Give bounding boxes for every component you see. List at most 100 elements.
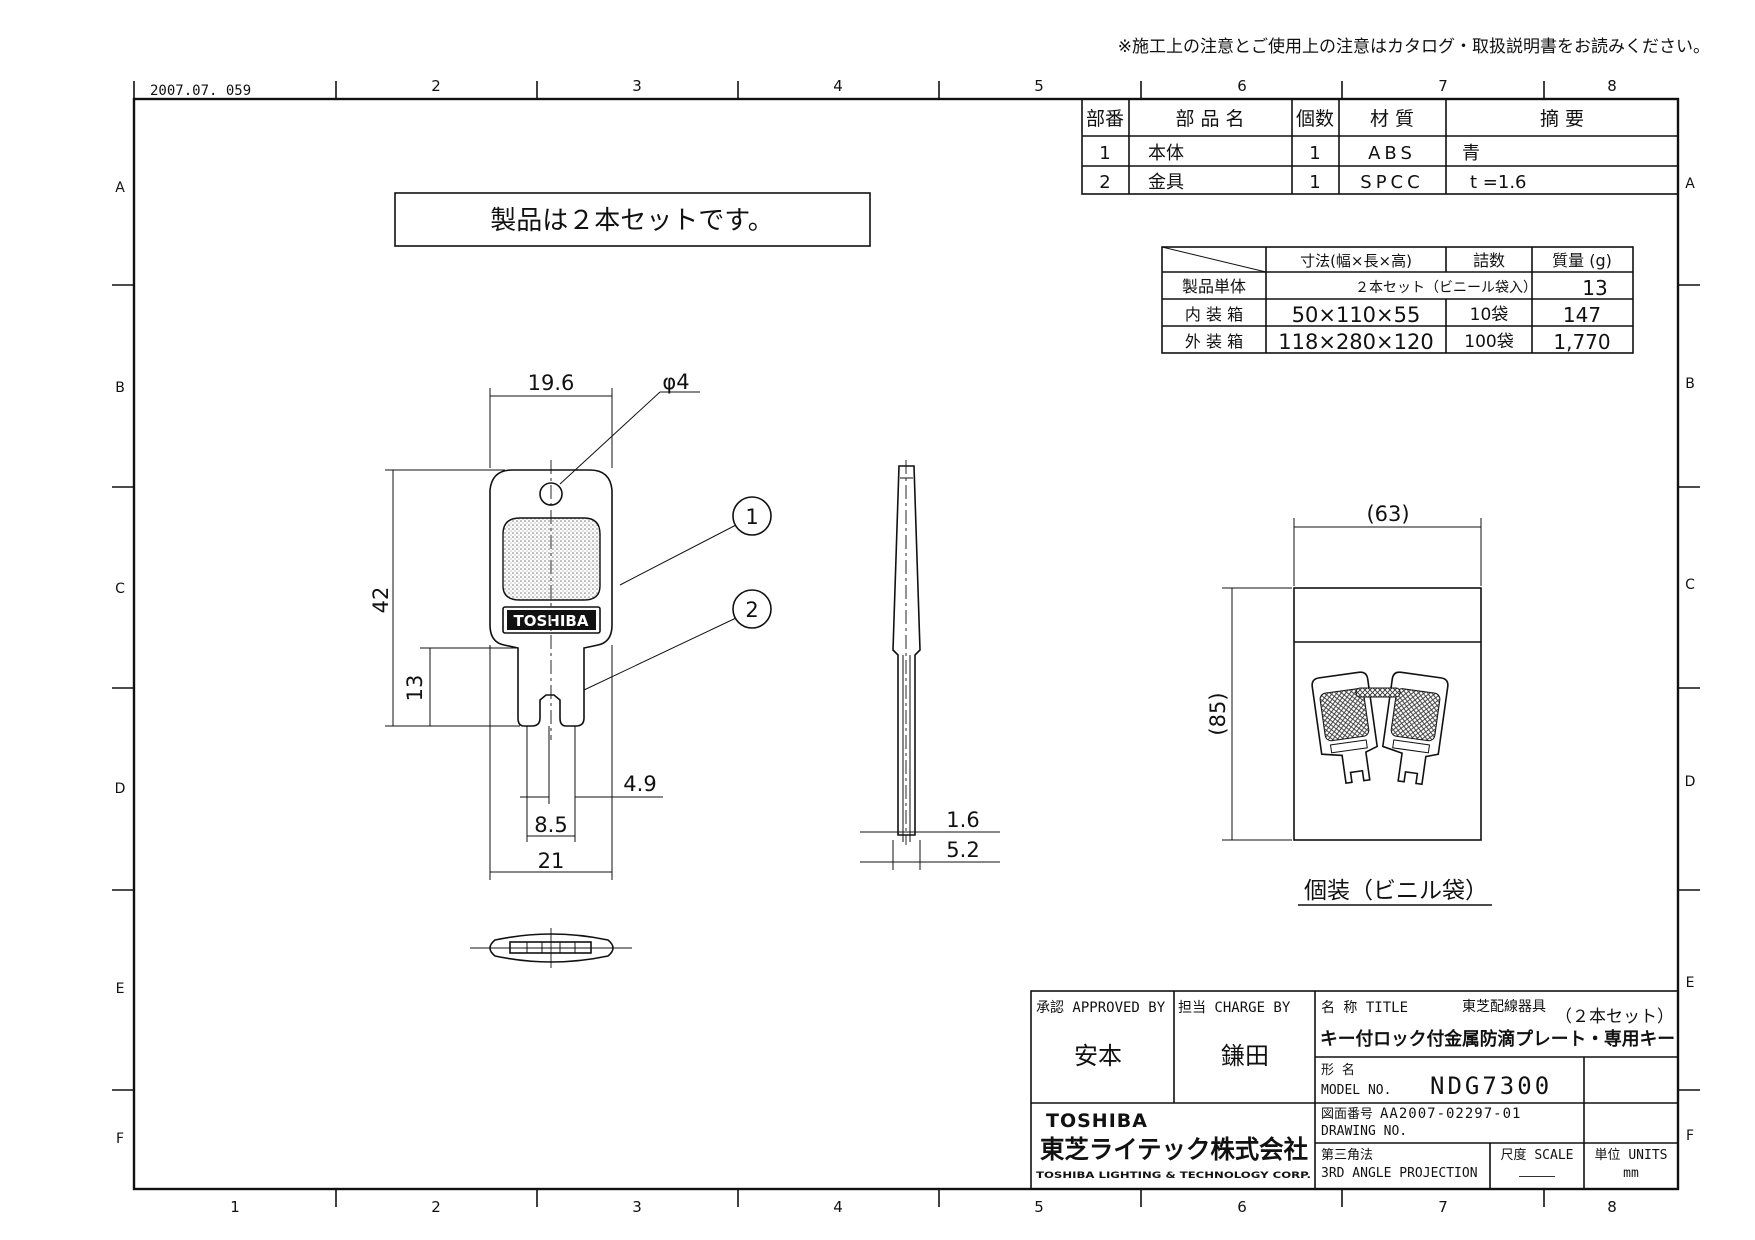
parts-header-qty: 個数 bbox=[1296, 108, 1334, 130]
company-en: TOSHIBA LIGHTING & TECHNOLOGY CORP. bbox=[1036, 1171, 1311, 1181]
grid-label: 1 bbox=[230, 1198, 240, 1216]
dim-width-bottom: 21 bbox=[538, 849, 565, 873]
grid-label: 7 bbox=[1438, 1198, 1448, 1216]
grid-label: 4 bbox=[833, 77, 843, 95]
parts-header-name: 部 品 名 bbox=[1175, 108, 1244, 130]
bag-view: (63) (85) 個装（ビニル袋） bbox=[1206, 502, 1492, 906]
units-label: 単位 UNITS bbox=[1595, 1147, 1668, 1163]
dim-height-total: 42 bbox=[369, 587, 393, 614]
pack-cell: 13 bbox=[1582, 276, 1607, 300]
title-series: 東芝配線器具 bbox=[1462, 999, 1546, 1015]
grid-label: 3 bbox=[632, 77, 642, 95]
grid-label: A bbox=[115, 180, 125, 196]
pack-cell: 1,770 bbox=[1553, 330, 1610, 354]
key-bottom-view bbox=[470, 928, 632, 968]
parts-header-material: 材 質 bbox=[1370, 108, 1414, 130]
pack-table: 寸法(幅×長×高) 詰数 質量 (g) 製品単体 ２本セット（ビニール袋入） 1… bbox=[1161, 246, 1634, 354]
pack-cell: 10袋 bbox=[1470, 305, 1509, 325]
dim-prong: 4.9 bbox=[623, 772, 656, 796]
model-no: NDG7300 bbox=[1430, 1072, 1552, 1100]
grid-label: D bbox=[1685, 774, 1696, 790]
pack-cell: 50×110×55 bbox=[1292, 303, 1421, 327]
parts-cell: 2 bbox=[1099, 172, 1110, 193]
grid-label: 8 bbox=[1607, 1198, 1617, 1216]
scale-label: 尺度 SCALE bbox=[1501, 1147, 1574, 1163]
grid-label: 6 bbox=[1237, 1198, 1247, 1216]
charge-label: 担当 CHARGE BY bbox=[1178, 1000, 1291, 1016]
parts-table: 部番 部 品 名 個数 材 質 摘 要 1 本体 1 ABS 青 2 金具 1 … bbox=[1081, 98, 1679, 195]
dim-height-lower: 13 bbox=[403, 675, 427, 702]
callout-2: 2 bbox=[745, 598, 758, 622]
grid-labels: 2 3 4 5 6 7 8 1 2 3 4 5 6 7 8 A B C D E … bbox=[115, 77, 1696, 1216]
drawing-no: AA2007-02297-01 bbox=[1380, 1106, 1521, 1122]
grid-label: 2 bbox=[431, 77, 441, 95]
key-insert bbox=[502, 517, 601, 601]
dim-thick-metal: 1.6 bbox=[946, 808, 979, 832]
key-logo-plate bbox=[507, 610, 596, 630]
pack-cell: 内 装 箱 bbox=[1185, 305, 1243, 324]
units-value: mm bbox=[1623, 1166, 1639, 1181]
parts-cell: SPCC bbox=[1360, 172, 1423, 193]
grid-label: B bbox=[1685, 376, 1695, 392]
parts-cell: t =1.6 bbox=[1470, 172, 1527, 193]
parts-cell: 金具 bbox=[1148, 172, 1184, 193]
grid-label: A bbox=[1685, 176, 1695, 192]
drawing-label-2: DRAWING NO. bbox=[1321, 1124, 1407, 1139]
pack-cell: ２本セット（ビニール袋入） bbox=[1355, 280, 1537, 296]
parts-header-remarks: 摘 要 bbox=[1540, 108, 1584, 130]
projection-2: 3RD ANGLE PROJECTION bbox=[1321, 1166, 1478, 1181]
grid-label: 6 bbox=[1237, 77, 1247, 95]
grid-label: 5 bbox=[1034, 1198, 1044, 1216]
grid-label: E bbox=[116, 981, 125, 997]
grid-label: C bbox=[1685, 577, 1695, 593]
dim-bag-width: (63) bbox=[1366, 502, 1409, 526]
callout-1-circle bbox=[732, 496, 772, 536]
dim-thick-total: 5.2 bbox=[946, 838, 979, 862]
pack-cell: 100袋 bbox=[1464, 332, 1513, 352]
note-box bbox=[394, 192, 871, 247]
pack-cell: 外 装 箱 bbox=[1185, 332, 1243, 351]
dim-hole: φ4 bbox=[662, 370, 689, 394]
grid-label: D bbox=[115, 781, 126, 797]
pack-header-count: 詰数 bbox=[1473, 251, 1505, 270]
model-label-1: 形 名 bbox=[1321, 1062, 1355, 1078]
dim-bag-height: (85) bbox=[1206, 692, 1230, 735]
title-block: 承認 APPROVED BY 安本 担当 CHARGE BY 鎌田 名 称 TI… bbox=[1030, 990, 1679, 1190]
company-jp: 東芝ライテック株式会社 bbox=[1040, 1135, 1308, 1164]
pack-header-weight: 質量 (g) bbox=[1552, 251, 1612, 270]
grid-label: F bbox=[1686, 1128, 1694, 1144]
note-text: 製品は２本セットです。 bbox=[490, 206, 773, 236]
dim-width-top: 19.6 bbox=[528, 371, 575, 395]
grid-ticks bbox=[112, 81, 1700, 1207]
model-label-2: MODEL NO. bbox=[1321, 1083, 1391, 1098]
revision-stamp: 2007.07. 059 bbox=[150, 83, 251, 99]
title-label: 名 称 TITLE bbox=[1321, 1000, 1408, 1016]
parts-cell: 1 bbox=[1309, 172, 1320, 193]
title-set: （２本セット） bbox=[1555, 1007, 1674, 1027]
bag-outline bbox=[1293, 587, 1482, 841]
key-front-view: TOSHIBA 19.6 φ4 42 13 21 8.5 4.9 1 bbox=[369, 370, 772, 880]
drawing-label-1: 図面番号 bbox=[1321, 1107, 1373, 1122]
scale-value: ――― bbox=[1519, 1169, 1555, 1183]
pack-cell: 製品単体 bbox=[1182, 277, 1246, 296]
notice-text: ※施工上の注意とご使用上の注意はカタログ・取扱説明書をお読みください。 bbox=[1118, 36, 1710, 57]
key-side-view: 1.6 5.2 bbox=[860, 460, 1000, 870]
parts-cell: 青 bbox=[1462, 143, 1480, 164]
approved-label: 承認 APPROVED BY bbox=[1036, 1000, 1166, 1016]
sheet-border bbox=[132, 97, 1680, 1191]
company-logo: TOSHIBA bbox=[1046, 1110, 1148, 1132]
bag-caption: 個装（ビニル袋） bbox=[1304, 878, 1488, 904]
grid-label: F bbox=[116, 1131, 124, 1147]
dim-slot-gap: 8.5 bbox=[534, 813, 567, 837]
grid-label: 5 bbox=[1034, 77, 1044, 95]
projection-1: 第三角法 bbox=[1321, 1148, 1373, 1163]
grid-label: 7 bbox=[1438, 77, 1448, 95]
pack-cell: 147 bbox=[1563, 303, 1601, 327]
grid-label: 3 bbox=[632, 1198, 642, 1216]
grid-label: 2 bbox=[431, 1198, 441, 1216]
pack-cell: 118×280×120 bbox=[1278, 330, 1433, 354]
parts-cell: ABS bbox=[1368, 143, 1416, 164]
parts-cell: 1 bbox=[1309, 143, 1320, 164]
grid-label: 4 bbox=[833, 1198, 843, 1216]
